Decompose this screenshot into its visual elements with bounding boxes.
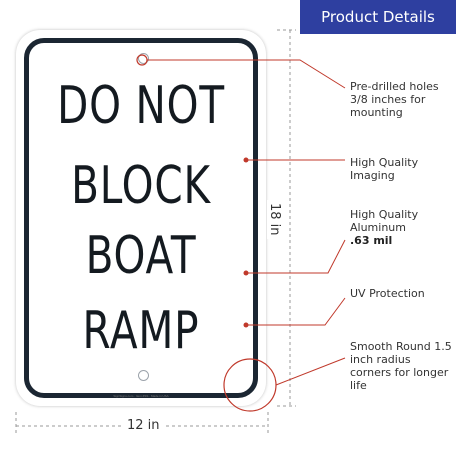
- feature-text: Smooth Round 1.5 inch radius corners for…: [350, 340, 452, 392]
- height-dimension-label: 18 in: [267, 200, 282, 239]
- bottom-mounting-hole-icon: [138, 370, 149, 381]
- top-mounting-hole-icon: [138, 53, 149, 64]
- sign-line-2: BLOCK: [71, 156, 211, 216]
- sign-fine-print: SignSigns.com · Item #SS · Made in USA: [113, 394, 169, 398]
- feature-mounting-holes: Pre-drilled holes 3/8 inches for mountin…: [350, 80, 454, 119]
- product-details-badge: Product Details: [300, 0, 456, 34]
- sign-line-3: BOAT: [85, 226, 197, 286]
- feature-uv: UV Protection: [350, 287, 454, 300]
- sign-line-1: DO NOT: [57, 76, 225, 136]
- feature-corners: Smooth Round 1.5 inch radius corners for…: [350, 340, 454, 392]
- feature-aluminum: High Quality Aluminum .63 mil: [350, 208, 454, 247]
- sign-line-4: RAMP: [82, 301, 200, 361]
- feature-text: UV Protection: [350, 287, 425, 300]
- feature-text: Pre-drilled holes 3/8 inches for mountin…: [350, 80, 439, 119]
- sign-product-image: DO NOT BLOCK BOAT RAMP SignSigns.com · I…: [16, 30, 266, 406]
- feature-imaging: High Quality Imaging: [350, 156, 454, 182]
- feature-bold-text: .63 mil: [350, 234, 393, 247]
- badge-title: Product Details: [321, 8, 435, 26]
- width-dimension-label: 12 in: [124, 418, 163, 433]
- feature-text: High Quality Aluminum: [350, 208, 419, 234]
- feature-text: High Quality Imaging: [350, 156, 419, 182]
- sign-border: [24, 38, 258, 398]
